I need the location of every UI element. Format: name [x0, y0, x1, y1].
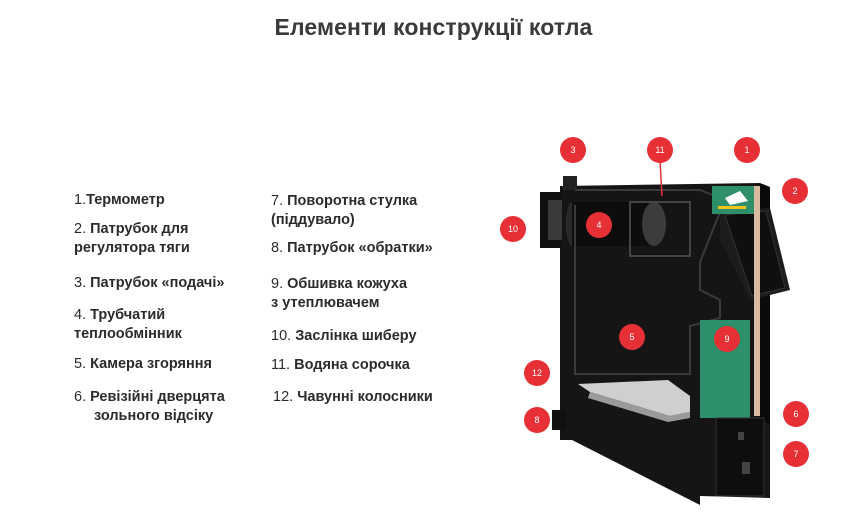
legend-label: Патрубок «подачі»: [90, 275, 225, 291]
legend-label-line2: зольного відсіку: [94, 408, 214, 424]
legend-label: Термометр: [86, 192, 165, 208]
marker-3: 3: [560, 137, 586, 163]
legend-number: 12.: [273, 389, 294, 405]
svg-text:1: 1: [744, 145, 749, 155]
legend-number: 8.: [271, 240, 284, 256]
legend-item-10: 10. Заслінка шиберу: [271, 327, 417, 346]
legend-item-1: 1.Термометр: [74, 191, 165, 210]
legend-number: 5.: [74, 356, 87, 372]
marker-6: 6: [783, 401, 809, 427]
svg-text:5: 5: [629, 332, 634, 342]
marker-1: 1: [734, 137, 760, 163]
legend-label: Обшивка кожуха: [287, 276, 408, 292]
svg-text:3: 3: [570, 145, 575, 155]
legend-number: 9.: [271, 276, 284, 292]
legend-label: Камера згоряння: [90, 356, 212, 372]
marker-10: 10: [500, 216, 526, 242]
legend-number: 4.: [74, 307, 87, 323]
cast-iron-grate: [578, 380, 690, 422]
svg-text:6: 6: [793, 409, 798, 419]
legend-item-5: 5. Камера згоряння: [74, 355, 212, 374]
legend-label: Трубчатий: [90, 307, 166, 323]
legend-number: 3.: [74, 275, 87, 291]
page-title: Елементи конструкції котла: [274, 14, 593, 40]
legend-label: Чавунні колосники: [297, 389, 433, 405]
legend-label-line2: з утеплювачем: [271, 295, 380, 311]
legend-label-line2: (піддувало): [271, 212, 355, 228]
ash-door: [715, 417, 765, 497]
legend-label: Водяна сорочка: [294, 357, 410, 373]
legend-item-12: 12. Чавунні колосники: [273, 388, 433, 407]
legend-item-2: 2. Патрубок для регулятора тяги: [74, 220, 190, 258]
legend-label-line2: регулятора тяги: [74, 240, 190, 256]
legend-item-3: 3. Патрубок «подачі»: [74, 274, 224, 293]
svg-text:4: 4: [596, 220, 601, 230]
svg-text:9: 9: [724, 334, 729, 344]
insulation-panel: [700, 186, 754, 418]
svg-text:12: 12: [532, 368, 542, 378]
legend-item-6: 6. Ревізійні дверцята зольного відсіку: [74, 388, 225, 426]
legend-item-7: 7. Поворотна стулка (піддувало): [271, 192, 417, 230]
marker-4: 4: [586, 212, 612, 238]
marker-7: 7: [783, 441, 809, 467]
legend-label: Патрубок «обратки»: [287, 240, 433, 256]
marker-11: 11: [647, 137, 673, 163]
heat-exchanger-tubes: [566, 201, 691, 257]
legend-label-line2: теплообмінник: [74, 326, 182, 342]
legend-item-9: 9. Обшивка кожуха з утеплювачем: [271, 275, 407, 313]
svg-text:8: 8: [534, 415, 539, 425]
svg-text:7: 7: [793, 449, 798, 459]
legend-number: 11.: [271, 357, 291, 373]
legend-item-8: 8. Патрубок «обратки»: [271, 239, 433, 258]
svg-text:10: 10: [508, 224, 518, 234]
legend-label: Заслінка шиберу: [295, 328, 417, 344]
legend-label: Поворотна стулка: [287, 193, 418, 209]
marker-12: 12: [524, 360, 550, 386]
marker-8: 8: [524, 407, 550, 433]
marker-5: 5: [619, 324, 645, 350]
boiler-body: [540, 176, 790, 505]
legend-number: 7.: [271, 193, 284, 209]
legend-item-4: 4. Трубчатий теплообмінник: [74, 306, 182, 344]
legend-number: 10.: [271, 328, 292, 344]
marker-9: 9: [714, 326, 740, 352]
svg-text:11: 11: [655, 145, 664, 155]
legend-label: Патрубок для: [90, 221, 189, 237]
water-jacket: [754, 186, 760, 416]
legend-number: 6.: [74, 389, 87, 405]
marker-2: 2: [782, 178, 808, 204]
legend-number: 2.: [74, 221, 87, 237]
legend-label: Ревізійні дверцята: [90, 389, 225, 405]
svg-text:2: 2: [792, 186, 797, 196]
legend-item-11: 11. Водяна сорочка: [271, 356, 410, 375]
legend-number: 1.: [74, 192, 87, 208]
leader-line: [659, 159, 663, 197]
